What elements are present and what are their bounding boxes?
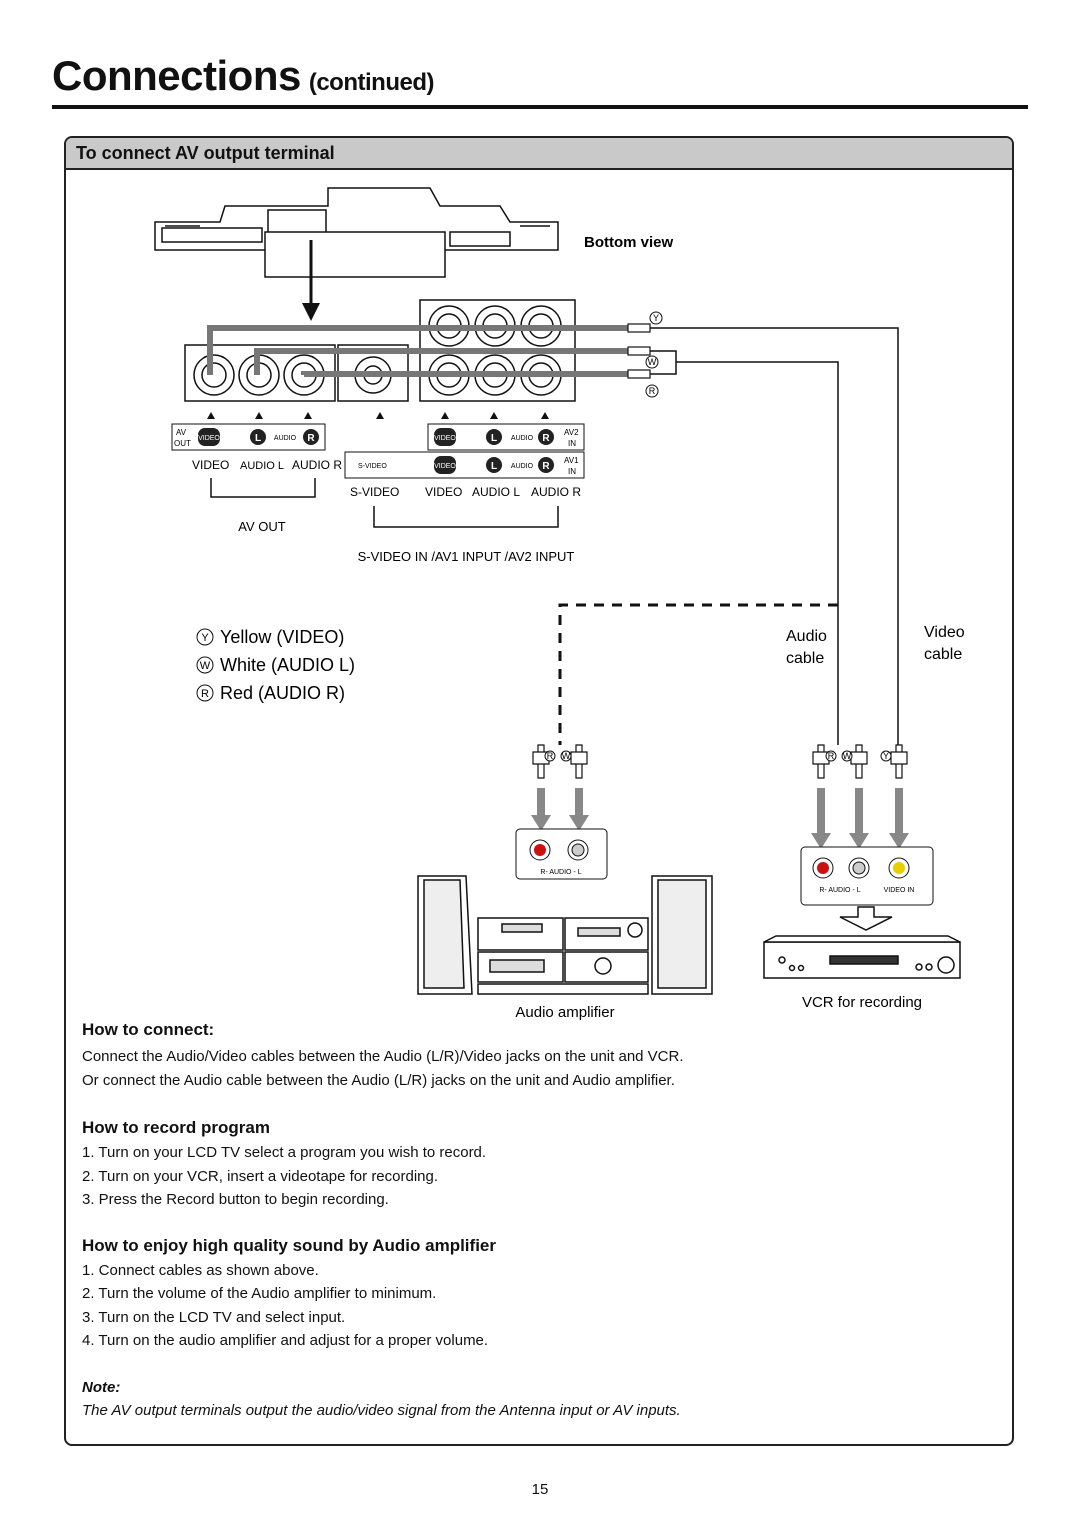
page-title: Connections (continued): [52, 52, 434, 100]
video-badge: VIDEO: [434, 435, 456, 442]
how-to-enjoy-line: 1. Connect cables as shown above.: [82, 1262, 319, 1279]
legend-white: White (AUDIO L): [220, 655, 355, 675]
plug-letter-r: R: [649, 386, 656, 396]
out-text: OUT: [174, 439, 191, 448]
indicator-arrows: [207, 412, 549, 419]
l-badge: L: [255, 433, 261, 444]
bottom-view-label: Bottom view: [584, 234, 674, 251]
vcr-plugs: [812, 744, 908, 779]
l-badge: L: [491, 461, 497, 472]
video-badge: VIDEO: [198, 435, 220, 442]
plug-letter-y: Y: [653, 313, 659, 323]
how-to-enjoy-line: 3. Turn on the LCD TV and select input.: [82, 1309, 346, 1326]
page-title-continued: (continued): [308, 69, 435, 96]
video-badge: VIDEO: [434, 463, 456, 470]
inputs-bracket: [373, 506, 559, 528]
legend-yellow: Yellow (VIDEO): [220, 627, 344, 647]
av-out-cables: [207, 325, 628, 377]
av-output-panel: To connect AV output terminal: [64, 136, 1014, 1446]
tv-bottom-view: [154, 187, 559, 278]
svideo-text: S-VIDEO: [358, 463, 387, 470]
av1-text: AV1: [564, 456, 579, 465]
label-svideo: S-VIDEO: [350, 485, 399, 499]
av1-in-box: S-VIDEO VIDEO L AUDIO R AV1 IN: [344, 451, 585, 479]
label-audio-r: AUDIO R: [531, 485, 581, 499]
vcr-label: VCR for recording: [802, 994, 922, 1011]
video-cable-label: cable: [924, 646, 962, 663]
label-audio-l: AUDIO L: [240, 460, 284, 472]
av-out-label: AV OUT: [238, 519, 285, 534]
audio-cable-label: cable: [786, 650, 824, 667]
panel-title: To connect AV output terminal: [76, 143, 335, 163]
plug-letter-r: R: [547, 751, 554, 761]
av2-in-box: VIDEO L AUDIO R AV2 IN: [427, 423, 585, 451]
r-badge: R: [542, 433, 550, 444]
audio-text: AUDIO: [511, 463, 534, 470]
page-title-main: Connections: [52, 52, 301, 99]
amp-down-arrows: [531, 788, 589, 831]
audio-amplifier-illustration: [417, 875, 713, 995]
how-to-record-line: 2. Turn on your VCR, insert a videotape …: [82, 1168, 439, 1185]
how-to-enjoy-line: 2. Turn the volume of the Audio amplifie…: [82, 1285, 437, 1302]
label-video: VIDEO: [425, 485, 462, 499]
how-to-record-line: 3. Press the Record button to begin reco…: [82, 1191, 389, 1208]
plug-letter-r: R: [828, 751, 835, 761]
legend-letter: W: [200, 660, 211, 672]
vcr-audio-jack-label: R- AUDIO - L: [819, 887, 860, 894]
plug-letter-w: W: [562, 751, 571, 761]
panel-header: To connect AV output terminal: [66, 138, 1012, 170]
rca-plug: [627, 323, 651, 379]
label-audio-r: AUDIO R: [292, 458, 342, 472]
cable-lines: [558, 327, 899, 748]
how-to-enjoy-heading: How to enjoy high quality sound by Audio…: [82, 1236, 496, 1255]
label-audio-l: AUDIO L: [472, 485, 520, 499]
audio-text: AUDIO: [511, 435, 534, 442]
title-rule: [52, 105, 1028, 109]
how-to-connect-heading: How to connect:: [82, 1020, 215, 1039]
av-text: AV: [176, 428, 187, 437]
r-badge: R: [542, 461, 550, 472]
inputs-label: S-VIDEO IN /AV1 INPUT /AV2 INPUT: [358, 549, 575, 564]
legend-letter: R: [201, 688, 209, 700]
r-badge: R: [307, 433, 315, 444]
in-text: IN: [568, 439, 576, 448]
in-text: IN: [568, 467, 576, 476]
how-to-record-heading: How to record program: [82, 1118, 270, 1137]
label-video: VIDEO: [192, 458, 229, 472]
note-heading: Note:: [82, 1379, 121, 1396]
vcr-down-arrows: [811, 788, 909, 849]
color-legend: Y Yellow (VIDEO) W White (AUDIO L) R Red…: [196, 627, 355, 703]
plug-letter-w: W: [843, 751, 852, 761]
plug-letter-y: Y: [883, 751, 889, 761]
audio-amplifier-label: Audio amplifier: [515, 1004, 614, 1021]
amp-plugs: [532, 744, 588, 779]
vcr-jack-plate: R- AUDIO - L VIDEO IN: [800, 846, 934, 906]
page-number: 15: [531, 1481, 549, 1498]
legend-red: Red (AUDIO R): [220, 683, 345, 703]
av2-text: AV2: [564, 428, 579, 437]
legend-letter: Y: [201, 632, 209, 644]
vcr-video-jack-label: VIDEO IN: [884, 887, 915, 894]
how-to-record-line: 1. Turn on your LCD TV select a program …: [82, 1144, 487, 1161]
amp-jack-label: R- AUDIO - L: [540, 869, 581, 876]
plug-letter-w: W: [648, 357, 657, 367]
audio-cable-label: Audio: [786, 628, 827, 645]
audio-text: AUDIO: [274, 435, 297, 442]
how-to-enjoy-line: 4. Turn on the audio amplifier and adjus…: [82, 1332, 489, 1349]
how-to-connect-line: Connect the Audio/Video cables between t…: [82, 1048, 684, 1065]
vcr-arrow: [839, 906, 893, 931]
note-text: The AV output terminals output the audio…: [82, 1402, 681, 1419]
connection-diagram: Bottom view Y W R: [154, 187, 965, 1021]
av-out-bracket: [210, 478, 316, 498]
amp-jack-plate: R- AUDIO - L: [515, 828, 608, 880]
av-out-box: AV OUT VIDEO L AUDIO R: [171, 423, 326, 451]
how-to-connect-line: Or connect the Audio cable between the A…: [82, 1072, 675, 1089]
video-cable-label: Video: [924, 624, 965, 641]
l-badge: L: [491, 433, 497, 444]
vcr-illustration: [763, 935, 961, 979]
rca-jack: [193, 354, 235, 396]
